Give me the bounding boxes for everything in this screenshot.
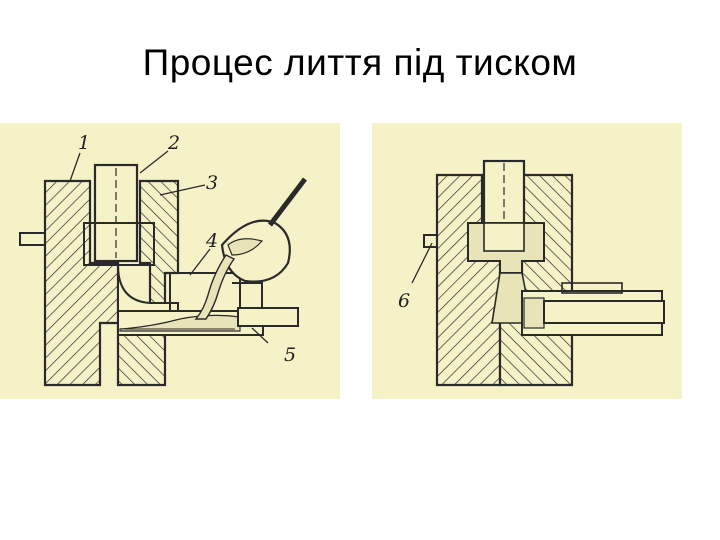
die-casting-pour-diagram: 1 2 3 4 5	[0, 123, 340, 399]
ladle	[220, 219, 291, 283]
label-2: 2	[167, 132, 180, 154]
metal-stream	[194, 254, 236, 320]
label-5: 5	[284, 344, 296, 366]
chamber-plunger	[543, 300, 665, 324]
slide-title: Процес лиття під тиском	[142, 42, 578, 83]
label-3: 3	[206, 172, 218, 194]
molten-metal	[119, 314, 241, 332]
label-4: 4	[205, 230, 218, 252]
molten-metal	[523, 297, 545, 329]
die-casting-press-diagram: 6	[372, 123, 682, 399]
label-6: 6	[398, 290, 410, 312]
chamber-plunger	[237, 307, 299, 327]
label-1: 1	[78, 132, 90, 154]
ladle-handle	[268, 177, 307, 227]
